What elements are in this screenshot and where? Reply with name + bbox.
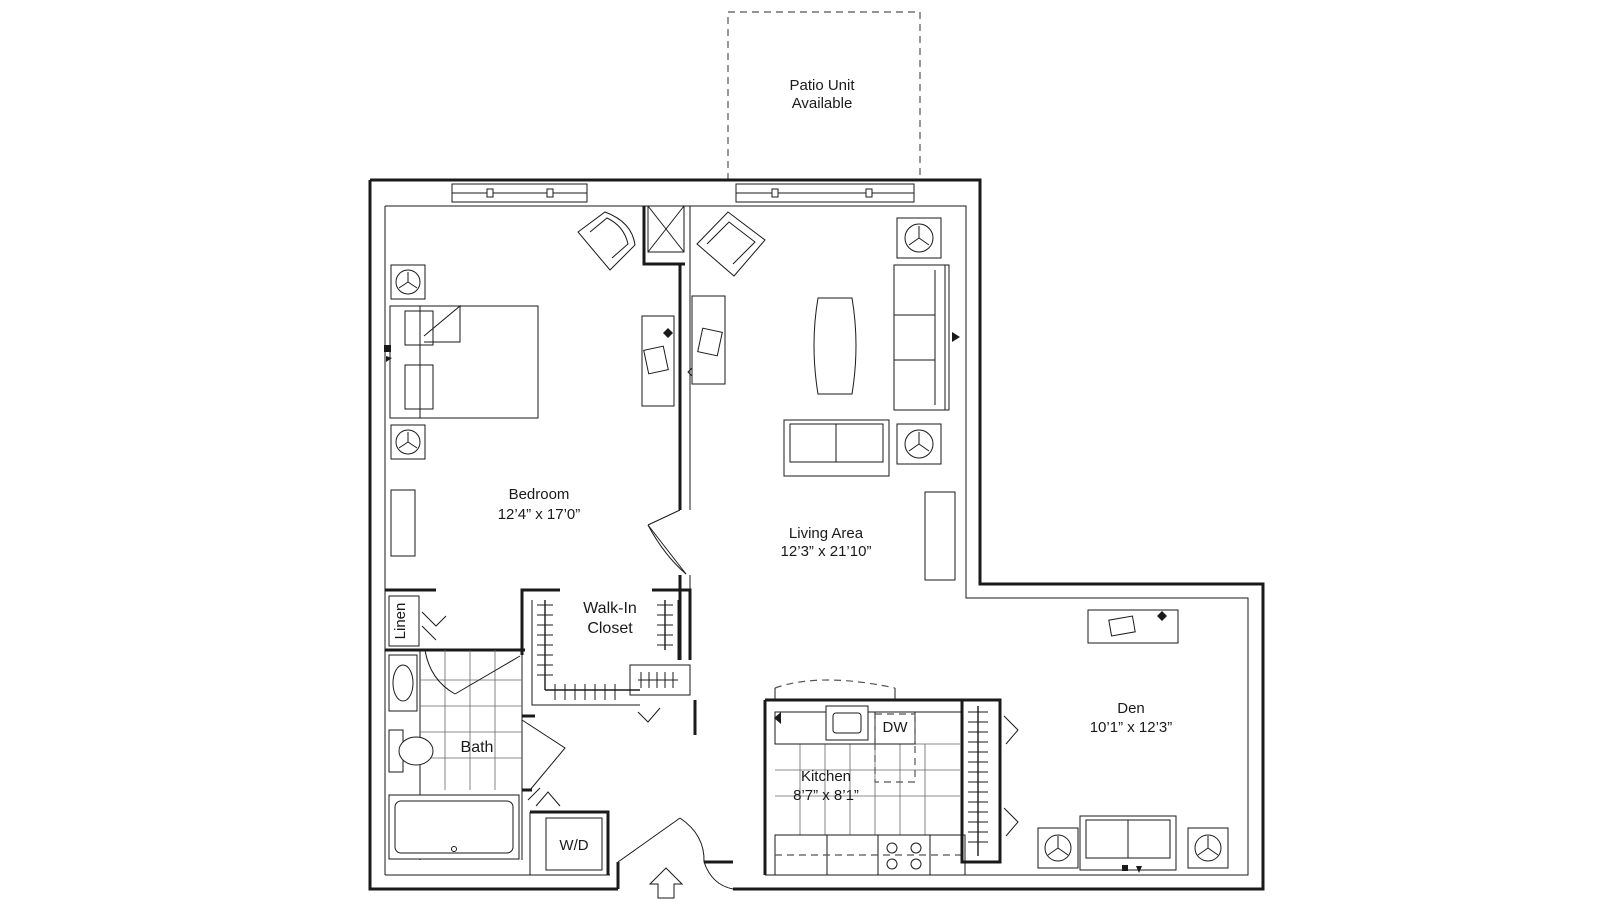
den-lamp-right (1187, 827, 1229, 869)
den-name: Den (1117, 700, 1145, 717)
sofa (893, 264, 950, 411)
entry-door (617, 817, 734, 890)
tv-jack-icon (952, 332, 960, 342)
bed (389, 304, 539, 419)
wd-label: W/D (559, 837, 588, 854)
kitchen (763, 679, 966, 876)
closet-label-line1: Walk-In (583, 600, 637, 617)
den-lamp-left (1037, 827, 1079, 869)
closet-label-line2: Closet (587, 620, 633, 637)
closet-rods (537, 600, 691, 723)
bath-label: Bath (461, 739, 494, 756)
linen-door (421, 611, 447, 641)
den-sofa (1079, 815, 1177, 873)
patio-label-line2: Available (792, 95, 853, 112)
dw-label: DW (883, 719, 909, 736)
den-closet (960, 698, 1019, 864)
patio-label-line1: Patio Unit (789, 77, 855, 94)
dining-table (813, 297, 857, 395)
living-dims: 12’3” x 21’10” (781, 543, 872, 560)
living-desk (691, 295, 726, 385)
bedroom-name: Bedroom (509, 486, 570, 503)
interior-wall-bedroom-living (642, 205, 691, 660)
kitchen-name: Kitchen (801, 768, 851, 785)
entry-arrow-icon (648, 867, 684, 899)
washer-dryer (527, 787, 603, 871)
bedroom-dresser (390, 489, 416, 557)
window-bedroom (451, 183, 588, 203)
den-desk (1087, 609, 1179, 644)
bedroom-dims: 12’4” x 17’0” (498, 506, 581, 523)
patio-outline (727, 11, 921, 180)
kitchen-dims: 8’7” x 8’1” (793, 787, 859, 804)
phone-jack-icon (384, 345, 392, 362)
living-lamp-bottom (896, 423, 942, 465)
living-lamp-top (896, 217, 942, 259)
nightstand-lamp-top (390, 264, 426, 300)
bedroom-desk (641, 315, 699, 407)
bedroom-bath-walls (384, 588, 697, 889)
bedroom-armchair (577, 211, 636, 271)
bath-fixtures (388, 649, 566, 860)
window-living (735, 183, 915, 203)
living-armchair (696, 211, 766, 277)
loveseat (783, 419, 890, 477)
living-console (924, 491, 956, 581)
exterior-walls (368, 178, 1265, 891)
linen-label: Linen (392, 603, 409, 640)
den-dims: 10’1” x 12’3” (1090, 719, 1173, 736)
living-name: Living Area (789, 525, 864, 542)
nightstand-lamp-bottom (390, 424, 426, 460)
